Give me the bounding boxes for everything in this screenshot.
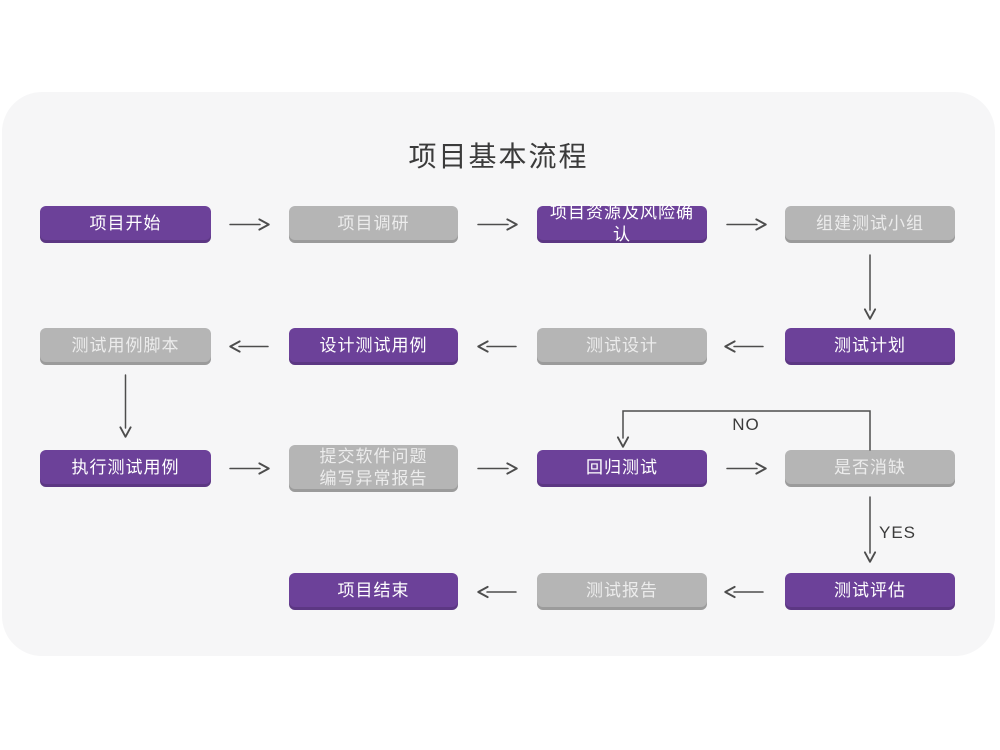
node-test-report: 测试报告 (537, 573, 707, 610)
node-resources-risk-confirm: 项目资源及风险确认 (537, 203, 707, 244)
node-execute-test-cases: 执行测试用例 (40, 450, 211, 487)
node-defect-resolved: 是否消缺 (785, 450, 955, 487)
node-test-evaluation: 测试评估 (785, 573, 955, 610)
edge-label-no: NO (732, 415, 760, 434)
node-project-end: 项目结束 (289, 573, 458, 610)
node-design-test-cases: 设计测试用例 (289, 328, 458, 365)
node-build-test-team: 组建测试小组 (785, 206, 955, 243)
edge-label-yes: YES (879, 523, 917, 542)
page-title: 项目基本流程 (408, 141, 589, 172)
flowchart-card (2, 92, 995, 656)
node-submit-issue-report: 提交软件问题 编写异常报告 (289, 445, 458, 492)
node-test-design: 测试设计 (537, 328, 707, 365)
node-test-case-script: 测试用例脚本 (40, 328, 211, 365)
node-regression-test: 回归测试 (537, 450, 707, 487)
node-project-research: 项目调研 (289, 206, 458, 243)
node-project-start: 项目开始 (40, 206, 211, 243)
node-test-plan: 测试计划 (785, 328, 955, 365)
